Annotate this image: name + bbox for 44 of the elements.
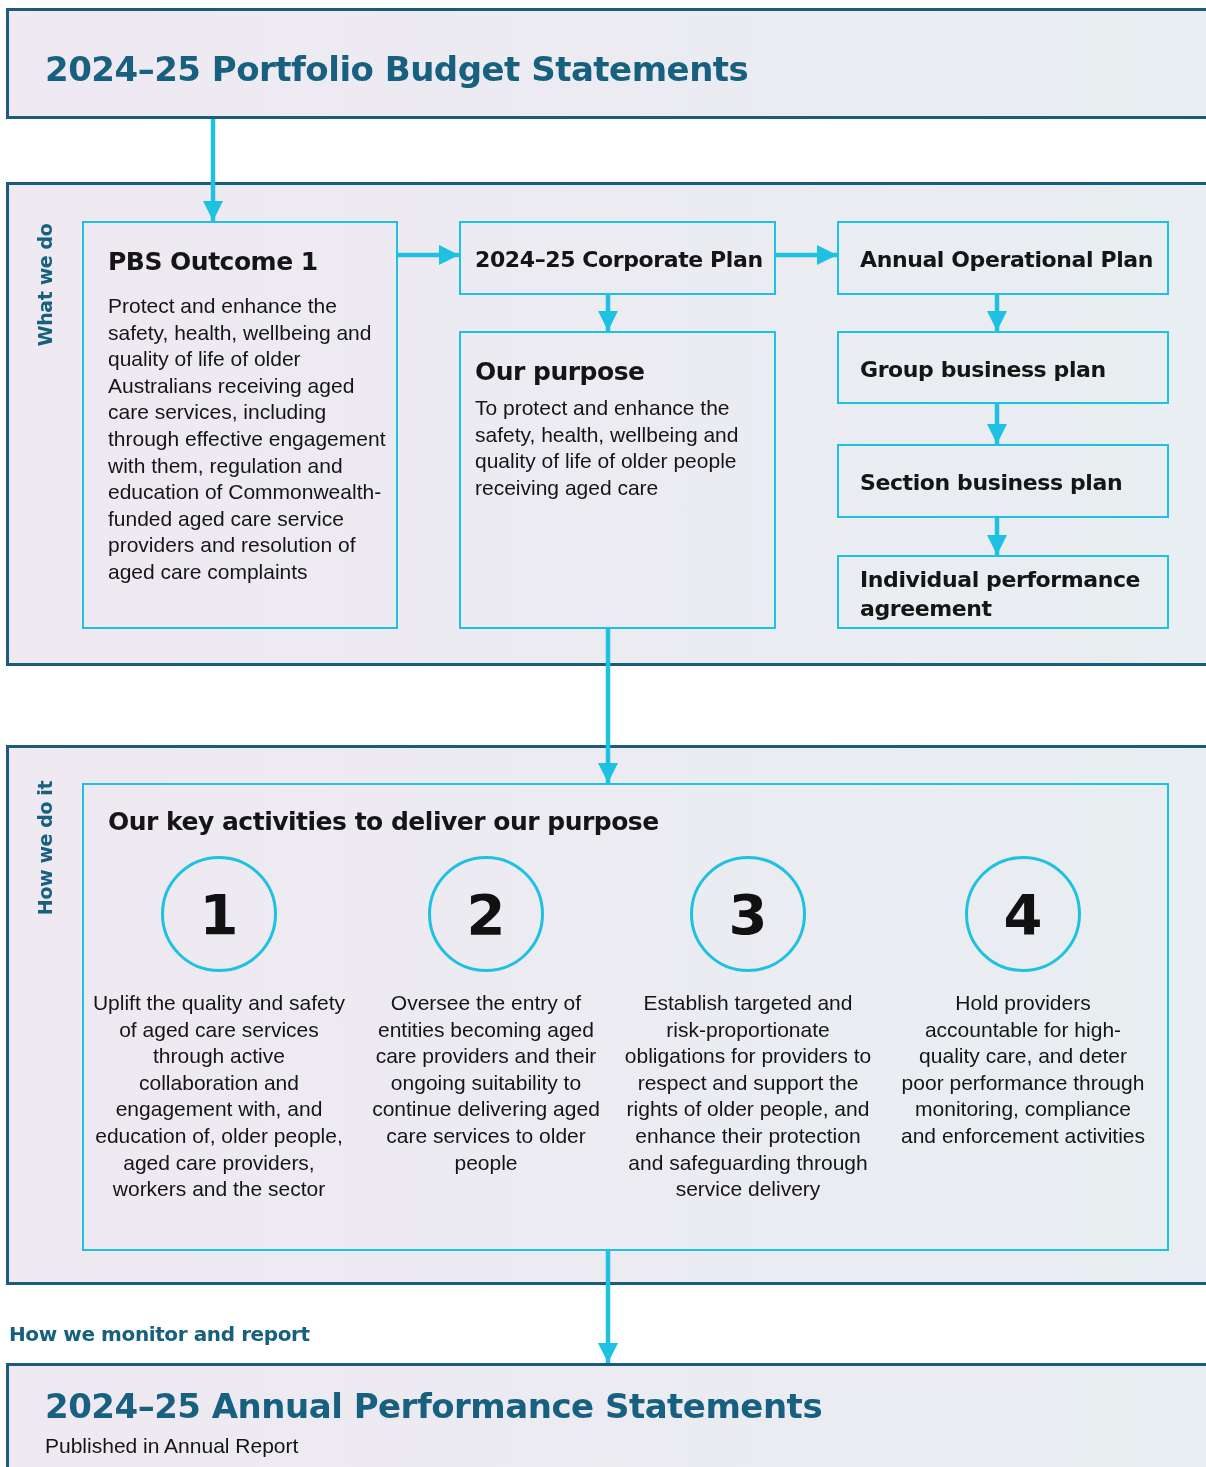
heading: Section business plan [860, 469, 1124, 497]
process-box [837, 555, 1169, 629]
note: Published in Annual Report [45, 1434, 300, 1458]
step-number: 4 [1003, 881, 1043, 947]
heading: Our key activities to deliver our purpose [108, 807, 660, 836]
heading: Individual performance agreement [860, 566, 1142, 623]
heading: 2024–25 Corporate Plan [475, 246, 764, 274]
step-number: 3 [728, 881, 768, 947]
arrow [987, 518, 1007, 555]
section-label: How we do it [34, 779, 56, 918]
statement-band [6, 8, 1206, 119]
activity-description: Uplift the quality and safety of aged care services through active collaboration and engagement with, and education of, older people, aged care providers, workers and the sector [92, 990, 346, 1203]
heading: Annual Operational Plan [860, 246, 1154, 274]
process-box [82, 783, 1169, 1251]
section-label: What we do [34, 222, 56, 349]
arrow [598, 1251, 618, 1363]
arrow [987, 295, 1007, 331]
process-box [837, 331, 1169, 404]
heading: 2024–25 Annual Performance Statements [45, 1386, 824, 1426]
process-box [459, 221, 776, 295]
step-number: 1 [199, 881, 239, 947]
arrow [203, 119, 223, 221]
process-box [82, 221, 398, 629]
arrow [776, 245, 837, 265]
section-band [6, 745, 1206, 1285]
activity-description: Oversee the entry of entities becoming aged care providers and their ongoing suitability to continue delivering aged care services to older people [371, 990, 601, 1176]
heading: 2024–25 Portfolio Budget Statements [45, 49, 750, 89]
process-box [459, 331, 776, 629]
description: To protect and enhance the safety, health, wellbeing and quality of life of older people receiving aged care [475, 395, 740, 501]
heading: Group business plan [860, 356, 1107, 384]
section-heading: How we monitor and report [9, 1322, 311, 1346]
arrow [987, 404, 1007, 444]
section-band [6, 182, 1206, 666]
heading: PBS Outcome 1 [108, 247, 319, 276]
arrow [398, 245, 459, 265]
arrow [598, 295, 618, 331]
activity-description: Hold providers accountable for high-quality care, and deter poor performance through monitoring, compliance and enforcement activities [900, 990, 1146, 1149]
process-box [837, 444, 1169, 518]
process-box [837, 221, 1169, 295]
step-number: 2 [466, 881, 506, 947]
activity-description: Establish targeted and risk-proportionate obligations for providers to respect and support the rights of older people, and enhance their protection and safeguarding through service delivery [623, 990, 873, 1203]
description: Protect and enhance the safety, health, wellbeing and quality of life of older Australians receiving aged care services, including through effective engagement with them, regulation and education of Commonwealth-funded aged care service providers and resolution of aged care complaints [108, 293, 387, 585]
heading: Our purpose [475, 357, 646, 386]
arrow [598, 629, 618, 783]
